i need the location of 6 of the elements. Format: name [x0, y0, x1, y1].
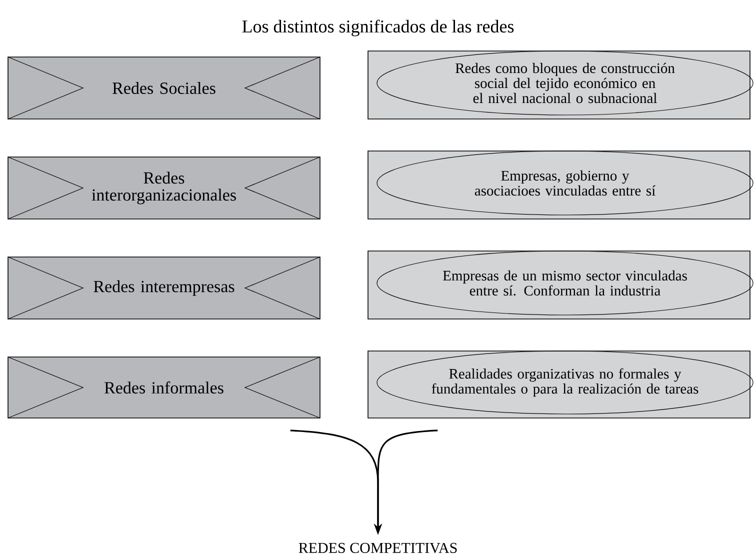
result-label: REDES COMPETITIVAS: [298, 542, 457, 554]
process-box: Redes informales: [8, 356, 320, 418]
title: Los distintos significados de las redes: [242, 20, 514, 36]
process-box: Redes interorganizacionales: [8, 156, 320, 220]
process-box: Redes interempresas: [8, 256, 320, 320]
process-box: Redes Sociales: [8, 56, 320, 120]
